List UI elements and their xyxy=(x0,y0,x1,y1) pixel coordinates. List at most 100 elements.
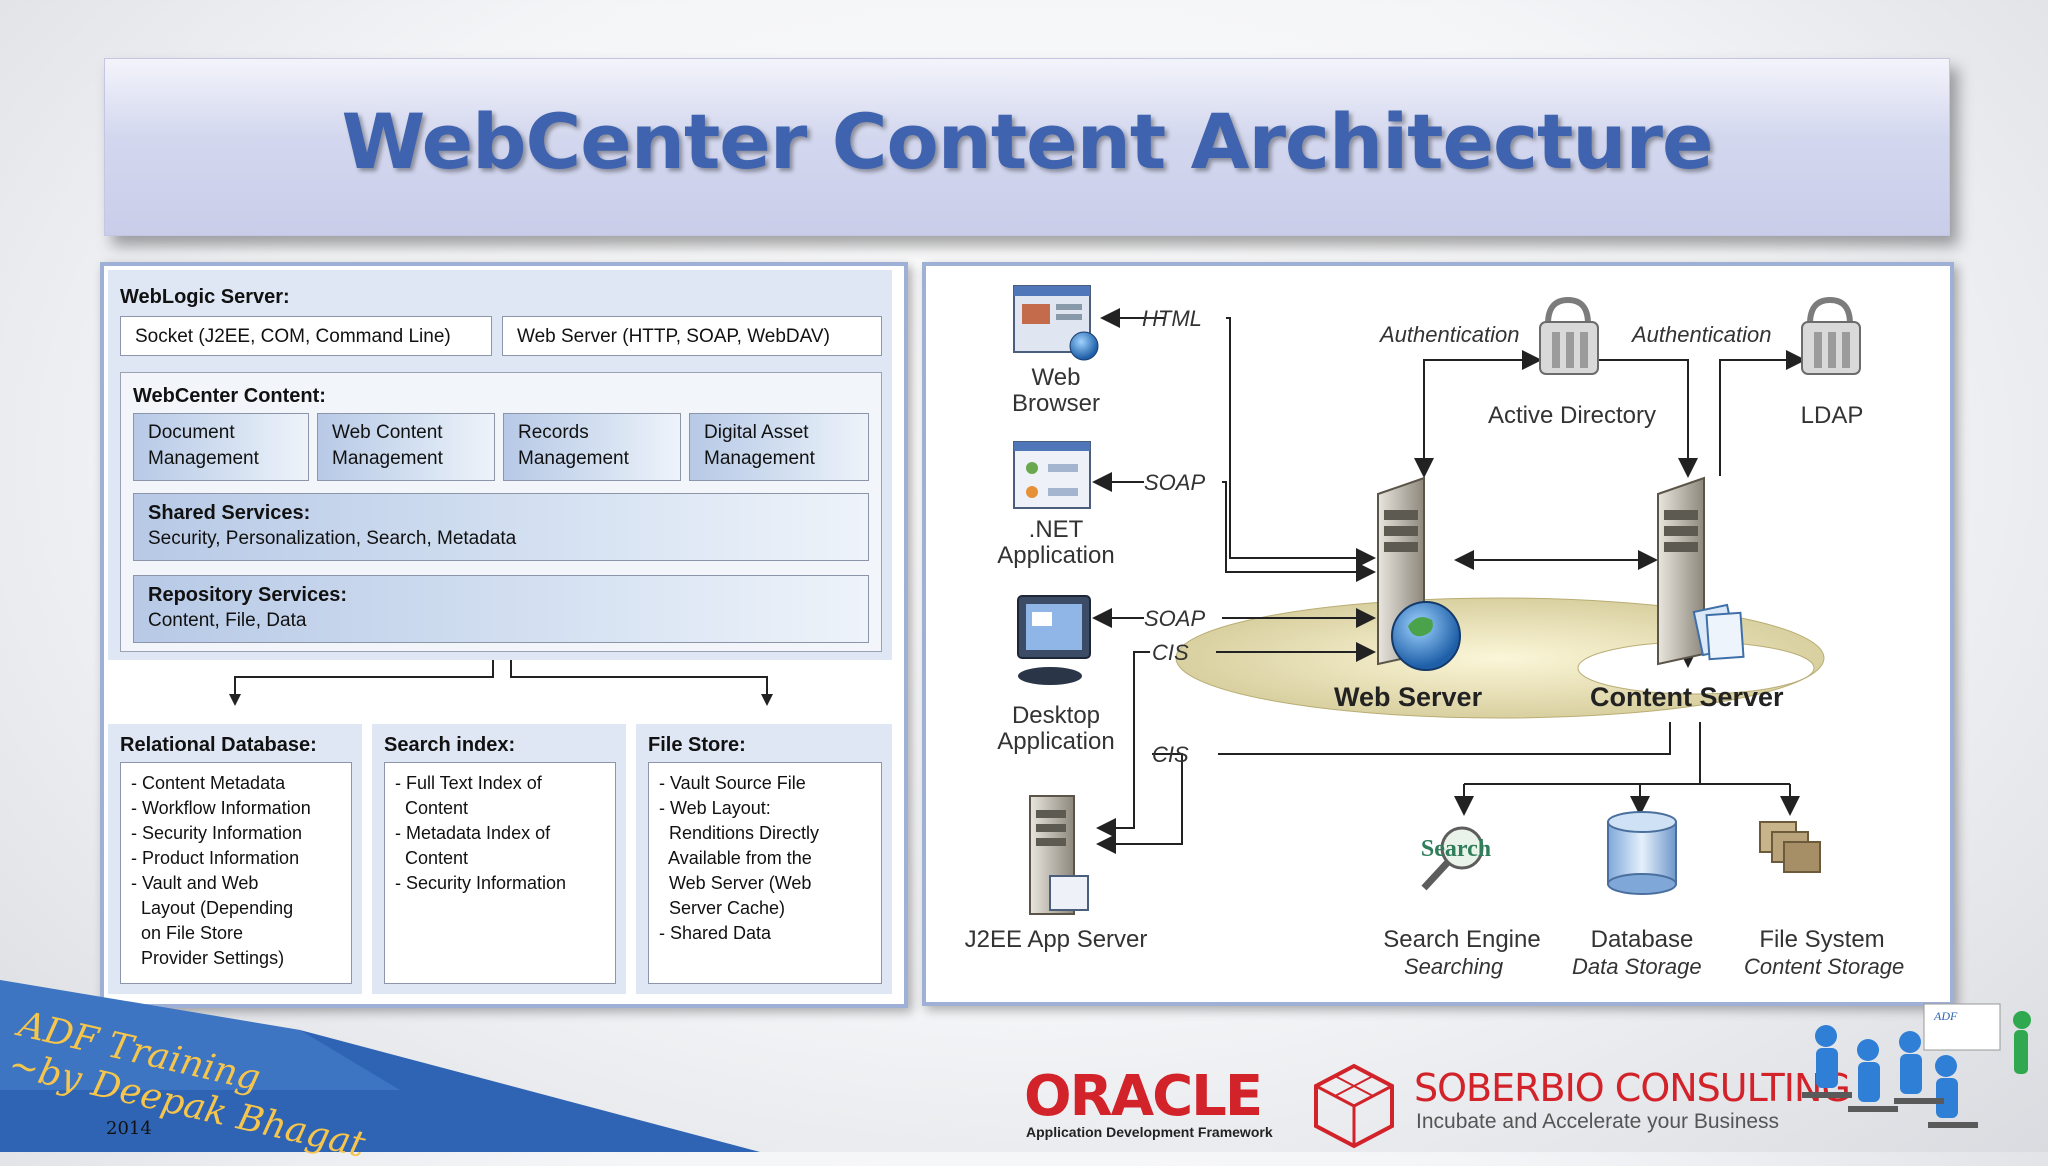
web-browser-icon xyxy=(1014,286,1098,360)
oracle-subtitle: Application Development Framework xyxy=(1026,1124,1273,1140)
list-item: Layout (Depending xyxy=(131,896,311,921)
repository-services-title: Repository Services: xyxy=(148,584,347,607)
title-banner: WebCenter Content Architecture xyxy=(104,58,1950,236)
module-label-line1: Web Content xyxy=(332,422,443,444)
ldap-label: LDAP xyxy=(1782,402,1882,430)
soap-protocol-label-2: SOAP xyxy=(1144,606,1205,632)
module-label-line1: Document xyxy=(148,422,235,444)
list-item: Server Cache) xyxy=(659,896,819,921)
list-item: Content xyxy=(395,796,566,821)
web-browser-label-2: Browser xyxy=(996,390,1116,418)
search-engine-sublabel: Searching xyxy=(1404,954,1503,980)
dotnet-application-icon xyxy=(1014,442,1090,508)
cis-protocol-label-2: CIS xyxy=(1152,742,1189,768)
list-item: Provider Settings) xyxy=(131,946,311,971)
database-sublabel: Data Storage xyxy=(1572,954,1702,980)
classroom-people-icon: ADF xyxy=(1796,996,2036,1146)
soberbio-logo-text: SOBERBIO CONSULTING xyxy=(1414,1066,1850,1110)
search-engine-icon: Search xyxy=(1421,828,1491,888)
content-server-label: Content Server xyxy=(1590,682,1784,713)
active-directory-lock-icon xyxy=(1540,300,1598,374)
list-item: - Full Text Index of xyxy=(395,771,566,796)
desktop-label-2: Application xyxy=(976,728,1136,756)
database-label: Database xyxy=(1562,926,1722,954)
file-store-column: File Store: - Vault Source File- Web Lay… xyxy=(636,724,892,994)
module-label-line2: Management xyxy=(704,448,815,470)
search-index-list: - Full Text Index of Content- Metadata I… xyxy=(384,762,616,984)
j2ee-label: J2EE App Server xyxy=(946,926,1166,954)
connector-line xyxy=(1226,318,1374,558)
connector-line xyxy=(510,660,512,676)
search-index-title: Search index: xyxy=(384,734,515,757)
connector-line xyxy=(510,676,768,678)
list-item: - Vault Source File xyxy=(659,771,819,796)
list-item: - Shared Data xyxy=(659,921,819,946)
module-label-line1: Digital Asset xyxy=(704,422,809,444)
web-browser-label-1: Web xyxy=(1006,364,1106,392)
weblogic-label: WebLogic Server: xyxy=(120,286,290,309)
file-store-items: - Vault Source File- Web Layout: Renditi… xyxy=(659,771,819,946)
training-year: 2014 xyxy=(106,1118,152,1139)
module-label-line2: Management xyxy=(332,448,443,470)
right-architecture-diagram: Search Web Browser .NET Application Desk… xyxy=(922,262,1954,1006)
relational-database-title: Relational Database: xyxy=(120,734,317,757)
webcenter-content-label: WebCenter Content: xyxy=(133,385,326,408)
file-system-sublabel: Content Storage xyxy=(1744,954,1904,980)
module-label-line2: Management xyxy=(518,448,629,470)
socket-box: Socket (J2EE, COM, Command Line) xyxy=(120,316,492,356)
shared-services-body: Security, Personalization, Search, Metad… xyxy=(148,528,516,550)
shared-services-box: Shared Services: Security, Personalizati… xyxy=(133,493,869,561)
module-label-line2: Management xyxy=(148,448,259,470)
file-store-title: File Store: xyxy=(648,734,746,757)
dotnet-label-1: .NET xyxy=(1006,516,1106,544)
soap-protocol-label-1: SOAP xyxy=(1144,470,1205,496)
search-items: - Full Text Index of Content- Metadata I… xyxy=(395,771,566,896)
repository-services-body: Content, File, Data xyxy=(148,610,306,632)
file-store-list: - Vault Source File- Web Layout: Renditi… xyxy=(648,762,882,984)
list-item: Content xyxy=(395,846,566,871)
web-server-label: Web Server xyxy=(1334,682,1482,713)
cis-protocol-label-1: CIS xyxy=(1152,640,1189,666)
search-icon-text: Search xyxy=(1421,836,1491,862)
list-item: Available from the xyxy=(659,846,819,871)
relational-items: - Content Metadata- Workflow Information… xyxy=(131,771,311,971)
list-item: - Content Metadata xyxy=(131,771,311,796)
web-server-icon xyxy=(1378,478,1460,670)
dotnet-label-2: Application xyxy=(976,542,1136,570)
list-item: - Workflow Information xyxy=(131,796,311,821)
relational-database-list: - Content Metadata- Workflow Information… xyxy=(120,762,352,984)
list-item: Web Server (Web xyxy=(659,871,819,896)
list-item: on File Store xyxy=(131,921,311,946)
page-title: WebCenter Content Architecture xyxy=(105,97,1949,186)
repository-services-box: Repository Services: Content, File, Data xyxy=(133,575,869,643)
list-item: - Security Information xyxy=(131,821,311,846)
module-document-management: Document Management xyxy=(133,413,309,481)
module-label-line1: Records xyxy=(518,422,589,444)
relational-database-column: Relational Database: - Content Metadata-… xyxy=(108,724,362,994)
webserver-protocols-label: Web Server (HTTP, SOAP, WebDAV) xyxy=(517,326,830,348)
file-system-label: File System xyxy=(1732,926,1912,954)
desktop-application-icon xyxy=(1018,596,1090,685)
connector-line xyxy=(492,660,494,676)
socket-label: Socket (J2EE, COM, Command Line) xyxy=(135,326,451,348)
webserver-protocols-box: Web Server (HTTP, SOAP, WebDAV) xyxy=(502,316,882,356)
list-item: Renditions Directly xyxy=(659,821,819,846)
authentication-label-1: Authentication xyxy=(1380,322,1519,348)
mini-board-text: ADF xyxy=(1933,1009,1958,1023)
oracle-logo: ORACLE xyxy=(1024,1064,1261,1129)
file-system-icon xyxy=(1760,822,1820,872)
webcenter-content-box: WebCenter Content: Document Management W… xyxy=(120,372,882,652)
database-icon xyxy=(1608,812,1676,894)
content-server-icon xyxy=(1658,478,1743,664)
search-index-column: Search index: - Full Text Index of Conte… xyxy=(372,724,626,994)
soberbio-cube-icon xyxy=(1310,1062,1398,1150)
authentication-label-2: Authentication xyxy=(1632,322,1771,348)
connector-line xyxy=(766,676,768,696)
j2ee-app-server-icon xyxy=(1030,796,1088,914)
module-web-content-management: Web Content Management xyxy=(317,413,495,481)
soberbio-tagline: Incubate and Accelerate your Business xyxy=(1416,1110,1779,1134)
list-item: - Vault and Web xyxy=(131,871,311,896)
list-item: - Security Information xyxy=(395,871,566,896)
list-item: - Metadata Index of xyxy=(395,821,566,846)
search-engine-label: Search Engine xyxy=(1352,926,1572,954)
